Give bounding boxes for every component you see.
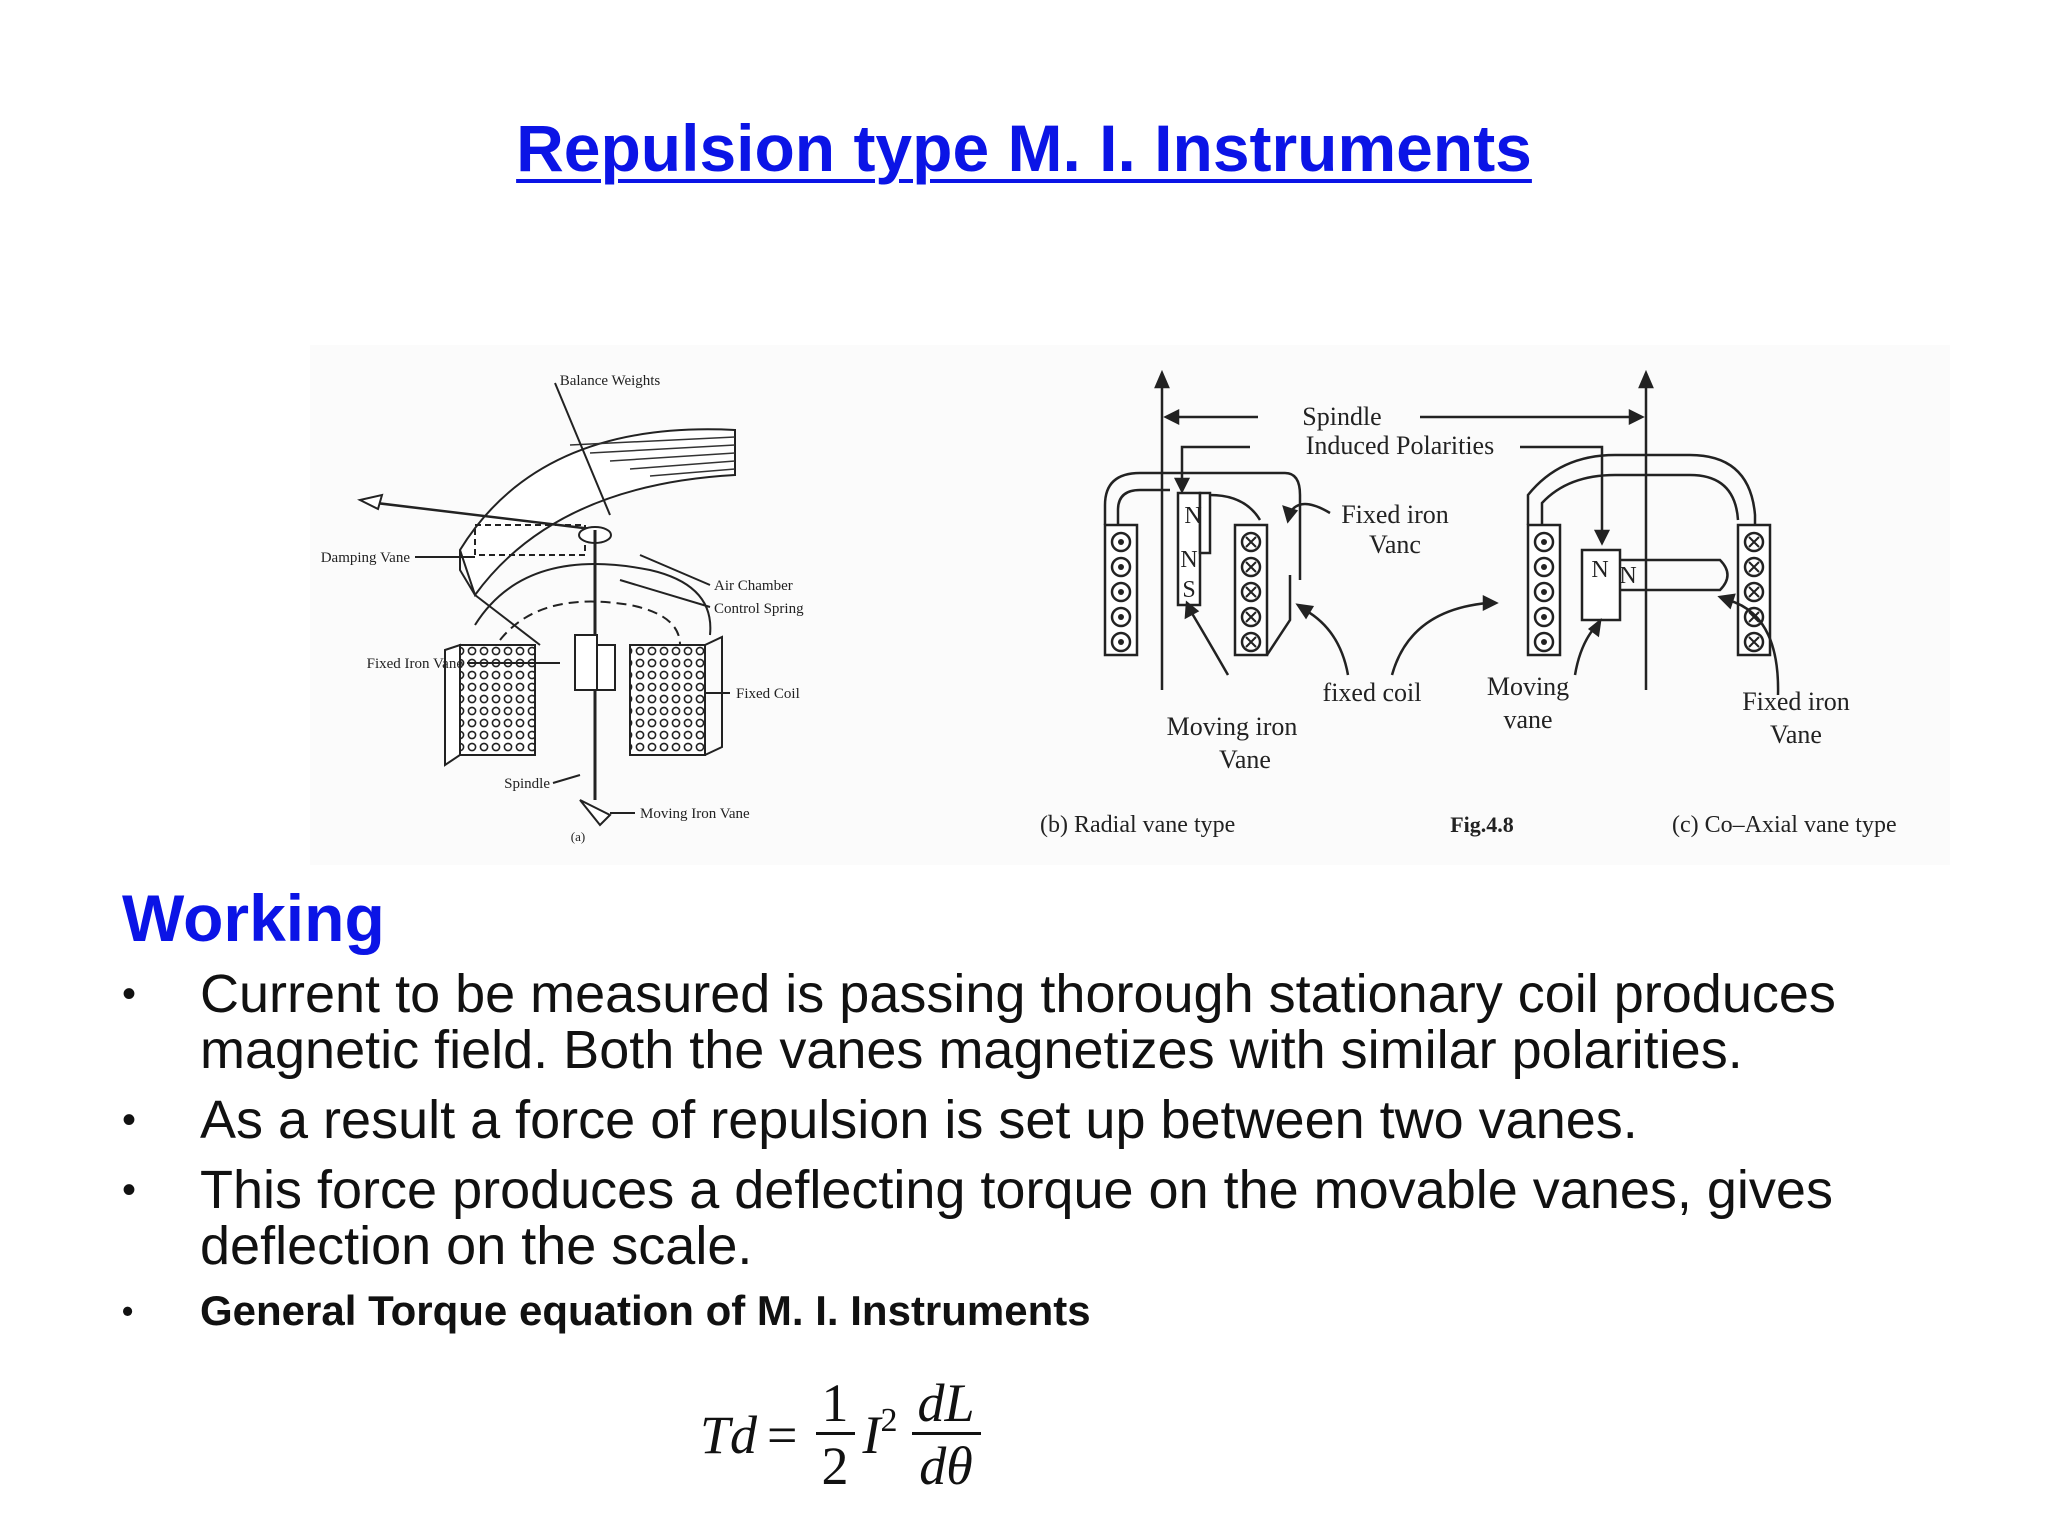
pole-n1-b: N (1184, 503, 1201, 529)
label-fixed-coil: Fixed Coil (736, 686, 800, 702)
label-fixed-iron-vane-b1: Fixed iron (1341, 500, 1449, 529)
label-fixed-coil-b: fixed coil (1323, 678, 1422, 707)
slide-title: Repulsion type M. I. Instruments (516, 111, 1532, 185)
label-air-chamber: Air Chamber (714, 578, 793, 594)
label-moving-vane-c1: Moving (1487, 672, 1569, 701)
bullet-item: • Current to be measured is passing thor… (122, 966, 2002, 1078)
figure-a-labels: Balance Weights Damping Vane Air Chamber… (321, 373, 804, 844)
bullet-text: Current to be measured is passing thorou… (200, 964, 1836, 1080)
caption-b: (b) Radial vane type (1040, 812, 1235, 838)
pole-n2-c: N (1619, 563, 1636, 589)
fraction-half: 1 2 (815, 1374, 855, 1497)
bullet-dot: • (122, 1168, 137, 1212)
equation-exponent: 2 (880, 1402, 898, 1439)
fraction-half-denominator: 2 (821, 1435, 849, 1496)
label-fixed-iron-vane-c2: Vane (1770, 720, 1822, 749)
label-moving-iron-vane-b1: Moving iron (1167, 712, 1298, 741)
equation-current: I (862, 1405, 881, 1465)
equation-equals: = (767, 1405, 798, 1465)
label-induced-polarities: Induced Polarities (1306, 431, 1494, 460)
bullet-dot: • (122, 1098, 137, 1142)
fraction-dl-numerator: dL (911, 1374, 981, 1435)
torque-equation: Td = 1 2 I 2 dL dθ (700, 1370, 989, 1500)
label-spindle-b: Spindle (1302, 402, 1381, 431)
working-bullets: • Current to be measured is passing thor… (122, 966, 2002, 1348)
instrument-figure: Balance Weights Damping Vane Air Chamber… (310, 345, 1950, 865)
bullet-item: • This force produces a deflecting torqu… (122, 1162, 2002, 1274)
label-moving-iron-vane-b2: Vane (1219, 745, 1271, 774)
bullet-text: As a result a force of repulsion is set … (200, 1090, 1638, 1150)
label-fixed-iron-vane: Fixed Iron Vane (367, 656, 464, 672)
caption-a: (a) (571, 829, 585, 844)
label-spindle-a: Spindle (504, 776, 550, 792)
label-balance-weights: Balance Weights (560, 373, 661, 389)
caption-c: (c) Co–Axial vane type (1672, 812, 1897, 838)
figure-b (1103, 369, 1350, 690)
figure-c (1390, 369, 1780, 696)
pole-s-b: S (1182, 577, 1195, 603)
figure-c-labels: Moving vane Fixed iron Vane N N (c) Co–A… (1487, 557, 1897, 838)
bullet-dot: • (122, 1293, 134, 1329)
bullet-dot: • (122, 972, 137, 1016)
figure-b-labels: Spindle Induced Polarities Fixed iron Va… (1040, 402, 1514, 838)
label-moving-iron-vane: Moving Iron Vane (640, 806, 750, 822)
bullet-text: General Torque equation of M. I. Instrum… (200, 1287, 1091, 1334)
fig-label: Fig.4.8 (1450, 812, 1514, 837)
fraction-half-numerator: 1 (815, 1374, 855, 1435)
working-heading: Working (122, 881, 385, 955)
fraction-dtheta-denominator: dθ (919, 1435, 973, 1496)
label-damping-vane: Damping Vane (321, 550, 411, 566)
equation-lhs: Td (700, 1405, 758, 1465)
label-fixed-iron-vane-b2: Vanc (1369, 530, 1421, 559)
pole-n1-c: N (1591, 557, 1608, 583)
label-moving-vane-c2: vane (1503, 705, 1552, 734)
label-fixed-iron-vane-c1: Fixed iron (1742, 687, 1850, 716)
figure-a (357, 382, 736, 827)
bullet-item: • As a result a force of repulsion is se… (122, 1092, 2002, 1148)
label-control-spring: Control Spring (714, 601, 804, 617)
bullet-item: • General Torque equation of M. I. Instr… (122, 1288, 2002, 1334)
bullet-text: This force produces a deflecting torque … (200, 1160, 1833, 1276)
fraction-dl-dtheta: dL dθ (911, 1374, 981, 1497)
pole-n2-b: N (1180, 547, 1197, 573)
